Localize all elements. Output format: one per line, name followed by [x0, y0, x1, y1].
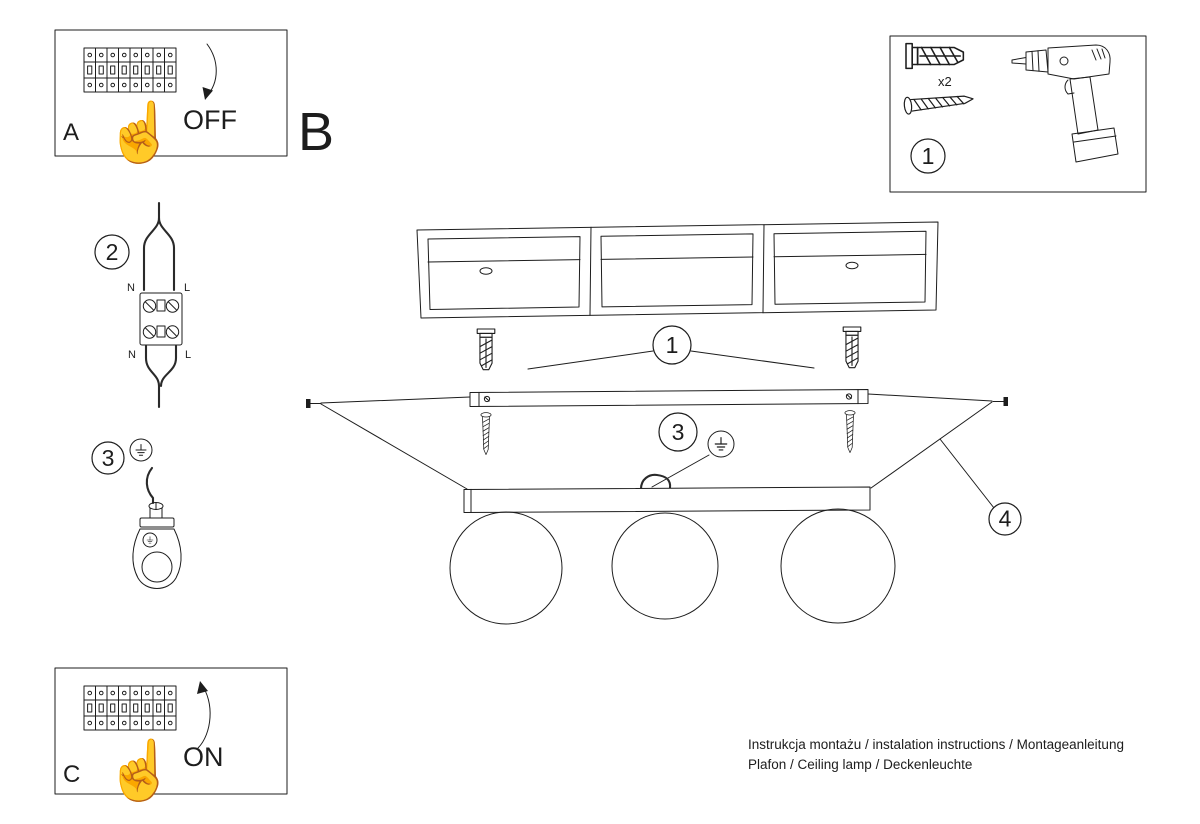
step-c-panel: ☝ ON C: [54, 667, 288, 805]
step-c-action-label: ON: [183, 742, 224, 772]
ground-wire-loop: [639, 473, 672, 491]
ground-symbol-icon: [135, 444, 147, 456]
ground-step-left: 3: [91, 438, 182, 589]
screw-icon: [902, 89, 975, 116]
fixing-screw-right-icon: [844, 410, 856, 453]
step-a-letter: A: [63, 119, 79, 146]
parts-box-callout-circle: [910, 138, 946, 174]
step-a-action-label: OFF: [183, 105, 237, 135]
leader-to-bar-left: [320, 396, 471, 404]
callout-3-leader: [651, 454, 710, 488]
callout-3-left-number: 3: [102, 445, 115, 471]
callout-4-number: 4: [999, 506, 1012, 532]
wire-label-n-bottom: N: [128, 349, 136, 361]
ceiling-panel: [416, 221, 939, 319]
wire-label-n-top: N: [127, 282, 135, 294]
arrow-up-icon: [197, 683, 211, 749]
plug-count-label: x2: [938, 74, 952, 89]
ground-clamp-icon: [132, 502, 182, 589]
drill-icon: [1011, 44, 1119, 163]
callout-1-leader-right: [690, 350, 815, 369]
callout-2-number: 2: [106, 239, 119, 265]
supply-wire-n: [142, 216, 161, 292]
long-screw-left: [306, 396, 471, 490]
wall-plug-left-icon: [476, 328, 496, 371]
ground-symbol-circle-main: [707, 430, 735, 458]
leader-to-body-right: [870, 401, 993, 489]
step-c-frame: [54, 667, 288, 795]
step-a-panel: ☝ OFF A: [54, 29, 288, 167]
callout-2-circle: [94, 234, 130, 270]
footer: Instrukcja montażu / instalation instruc…: [748, 737, 1124, 772]
ground-symbol-circle: [129, 438, 153, 462]
pilot-hole-left: [479, 267, 493, 275]
footer-line-2: Plafon / Ceiling lamp / Deckenleuchte: [748, 757, 972, 772]
callout-3-number: 3: [672, 419, 685, 445]
lamp-globe-left: [449, 511, 563, 625]
terminal-block-icon: [139, 292, 183, 346]
callout-4-leader: [939, 438, 995, 509]
callout-1-leader-left: [527, 350, 654, 370]
hand-icon: ☝: [104, 735, 176, 805]
long-screw-right: [867, 393, 1008, 489]
parts-box: x2 1: [889, 35, 1147, 193]
callout-1-circle: [652, 325, 692, 365]
arrow-up-head-icon: [197, 681, 208, 694]
callout-3-left-circle: [91, 441, 125, 475]
leader-to-body-left: [320, 403, 468, 490]
callout-1-number: 1: [666, 332, 679, 358]
mounting-bar: [469, 389, 869, 407]
callout-3-circle: [658, 412, 698, 452]
wire-label-l-bottom: L: [185, 349, 191, 361]
parts-box-frame: [889, 35, 1147, 193]
fixing-screw-left-icon: [480, 412, 492, 455]
hand-icon: ☝: [104, 97, 176, 167]
callout-4-circle: [988, 502, 1022, 536]
step-a-frame: [54, 29, 288, 157]
wiring-step: 2 N L N L: [94, 201, 191, 409]
main-assembly-diagram: 1 3: [306, 221, 1022, 625]
supply-wire-l: [157, 216, 176, 292]
wall-plug-right-icon: [842, 326, 862, 369]
pilot-hole-right: [845, 261, 859, 270]
lamp-wire-n: [144, 344, 161, 409]
step-b-letter: B: [298, 102, 334, 162]
lamp-globe-right: [780, 508, 896, 624]
lamp-wire-l: [159, 344, 178, 388]
arrow-down-head-icon: [202, 87, 213, 100]
parts-box-callout-number: 1: [922, 143, 935, 169]
breaker-panel-icon: [83, 685, 177, 731]
wire-label-l-top: L: [184, 282, 190, 294]
step-c-letter: C: [63, 761, 80, 788]
breaker-panel-icon: [83, 47, 177, 93]
lamp-body: [463, 473, 871, 513]
wall-plug-icon: [905, 42, 965, 70]
footer-line-1: Instrukcja montażu / instalation instruc…: [748, 737, 1124, 752]
lamp-globe-middle: [611, 512, 719, 620]
leader-to-bar-right: [867, 393, 993, 402]
ground-wire: [145, 466, 155, 505]
ground-symbol-icon-main: [714, 437, 728, 451]
